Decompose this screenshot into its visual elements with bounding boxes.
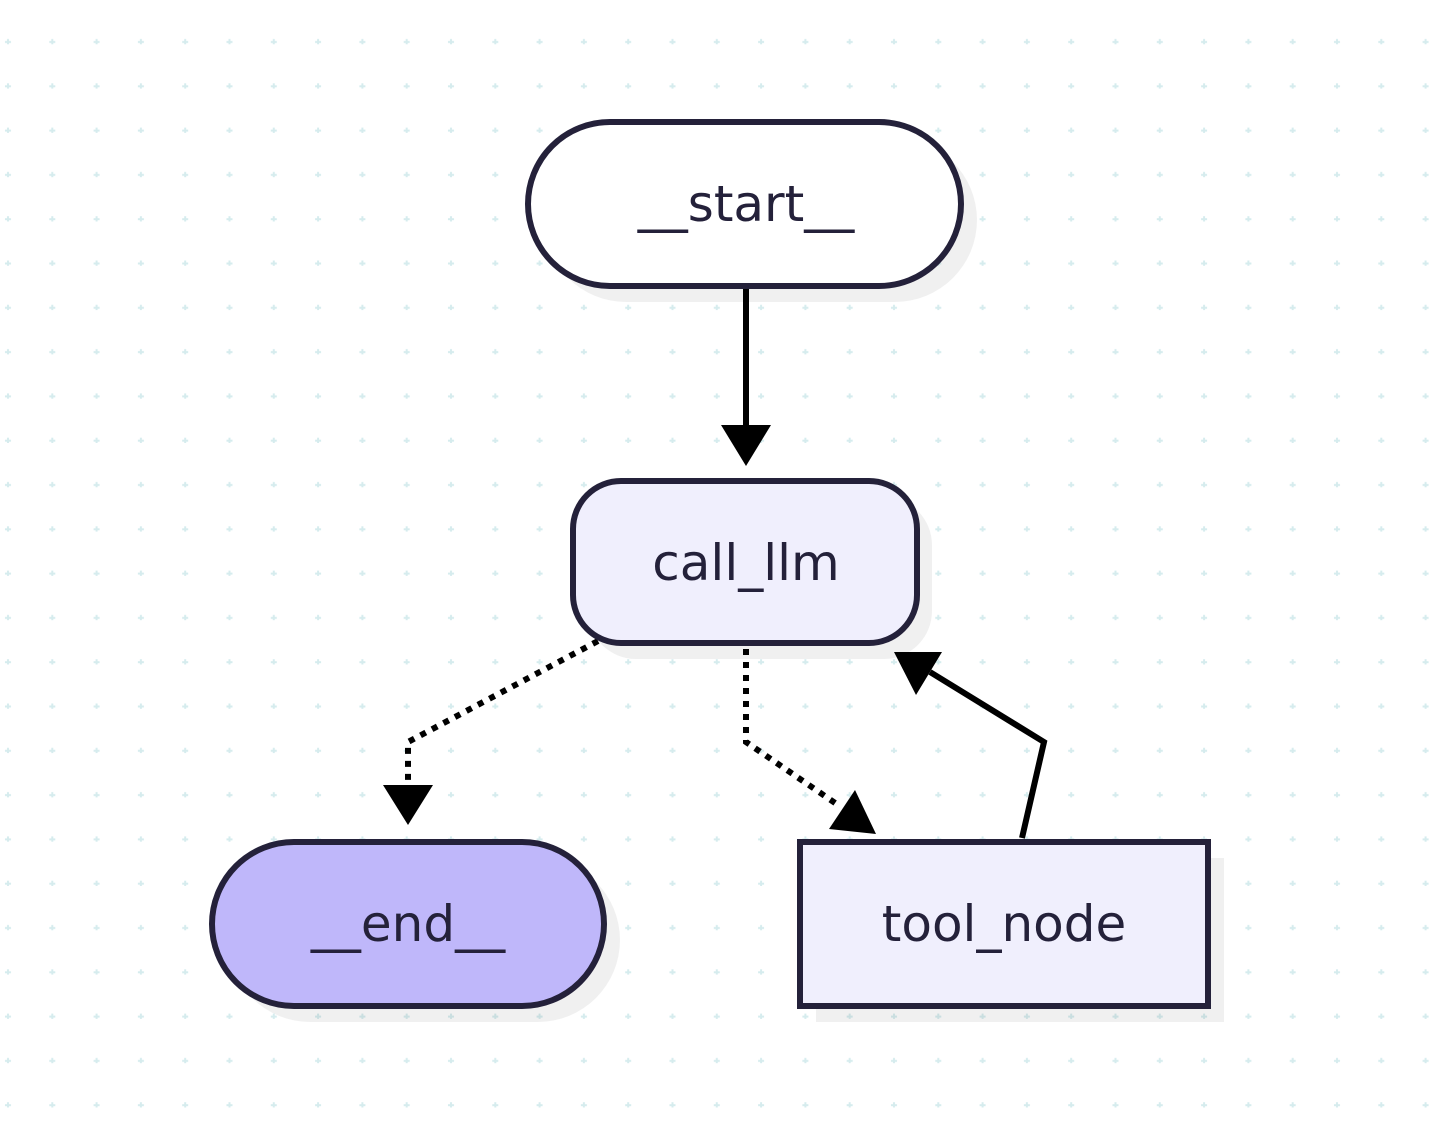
node-end-label: __end__ bbox=[310, 895, 506, 953]
arrowhead-call-llm-to-tool-node bbox=[829, 790, 876, 834]
arrowhead-call-llm-to-end bbox=[383, 785, 433, 825]
node-end-shape bbox=[209, 839, 607, 1009]
node-tool-node-shape bbox=[797, 839, 1211, 1009]
node-start[interactable]: __start__ bbox=[525, 119, 977, 302]
edges bbox=[383, 287, 1048, 839]
node-call-llm-label: call_llm bbox=[652, 534, 839, 592]
node-start-shape bbox=[525, 119, 964, 289]
node-tool-node-label: tool_node bbox=[882, 895, 1126, 953]
node-call-llm-shape bbox=[570, 478, 920, 646]
arrowhead-tool-node-to-call-llm bbox=[894, 652, 942, 695]
node-tool-node[interactable]: tool_node bbox=[797, 839, 1224, 1022]
edge-call-llm-to-end bbox=[405, 638, 600, 790]
node-call-llm[interactable]: call_llm bbox=[570, 478, 932, 659]
node-start-label: __start__ bbox=[637, 175, 855, 233]
edge-tool-node-to-call-llm bbox=[928, 669, 1048, 839]
node-end[interactable]: __end__ bbox=[209, 839, 620, 1022]
arrowhead-start-to-call-llm bbox=[721, 425, 771, 466]
edge-call-llm-to-tool-node bbox=[743, 649, 840, 808]
